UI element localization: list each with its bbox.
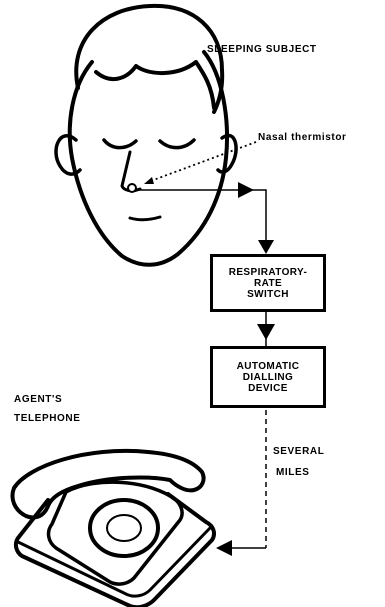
face-outline — [70, 52, 227, 265]
thermistor-pointer — [144, 142, 256, 184]
thermistor-label: Nasal thermistor — [258, 132, 347, 143]
arrowhead-down-1 — [258, 240, 274, 254]
dial-plate — [49, 482, 183, 584]
switch-line2: RATE — [254, 278, 282, 289]
dialler-line1: AUTOMATIC — [237, 361, 300, 372]
arrowhead-to-right — [238, 182, 254, 198]
mouth — [130, 217, 160, 220]
respiratory-rate-switch-box: RESPIRATORY- RATE SWITCH — [210, 254, 326, 312]
agent-label-line2: TELEPHONE — [14, 413, 81, 424]
hair-lock — [96, 62, 214, 108]
left-ear — [56, 136, 80, 174]
automatic-dialling-device-box: AUTOMATIC DIALLING DEVICE — [210, 346, 326, 408]
dialler-line3: DEVICE — [248, 383, 288, 394]
right-eyelid — [160, 140, 194, 148]
switch-line1: RESPIRATORY- — [229, 267, 308, 278]
hair-outline — [76, 6, 222, 112]
arrowhead-to-left — [216, 540, 232, 556]
dialler-line2: DIALLING — [243, 372, 293, 383]
nasal-thermistor-dot — [128, 184, 136, 192]
agent-label-line1: AGENT'S — [14, 394, 62, 405]
distance-label-line2: MILES — [276, 467, 310, 478]
dial-center — [107, 515, 141, 541]
left-eyelid — [104, 140, 136, 148]
subject-label: SLEEPING SUBJECT — [207, 44, 317, 55]
distance-label-line1: SEVERAL — [273, 446, 324, 457]
telephone-illustration — [13, 451, 215, 607]
telephone-line — [230, 410, 266, 548]
sensor-wire — [136, 190, 266, 252]
switch-line3: SWITCH — [247, 289, 289, 300]
rotary-dial — [90, 500, 158, 556]
arrowhead-down-2 — [257, 324, 275, 340]
